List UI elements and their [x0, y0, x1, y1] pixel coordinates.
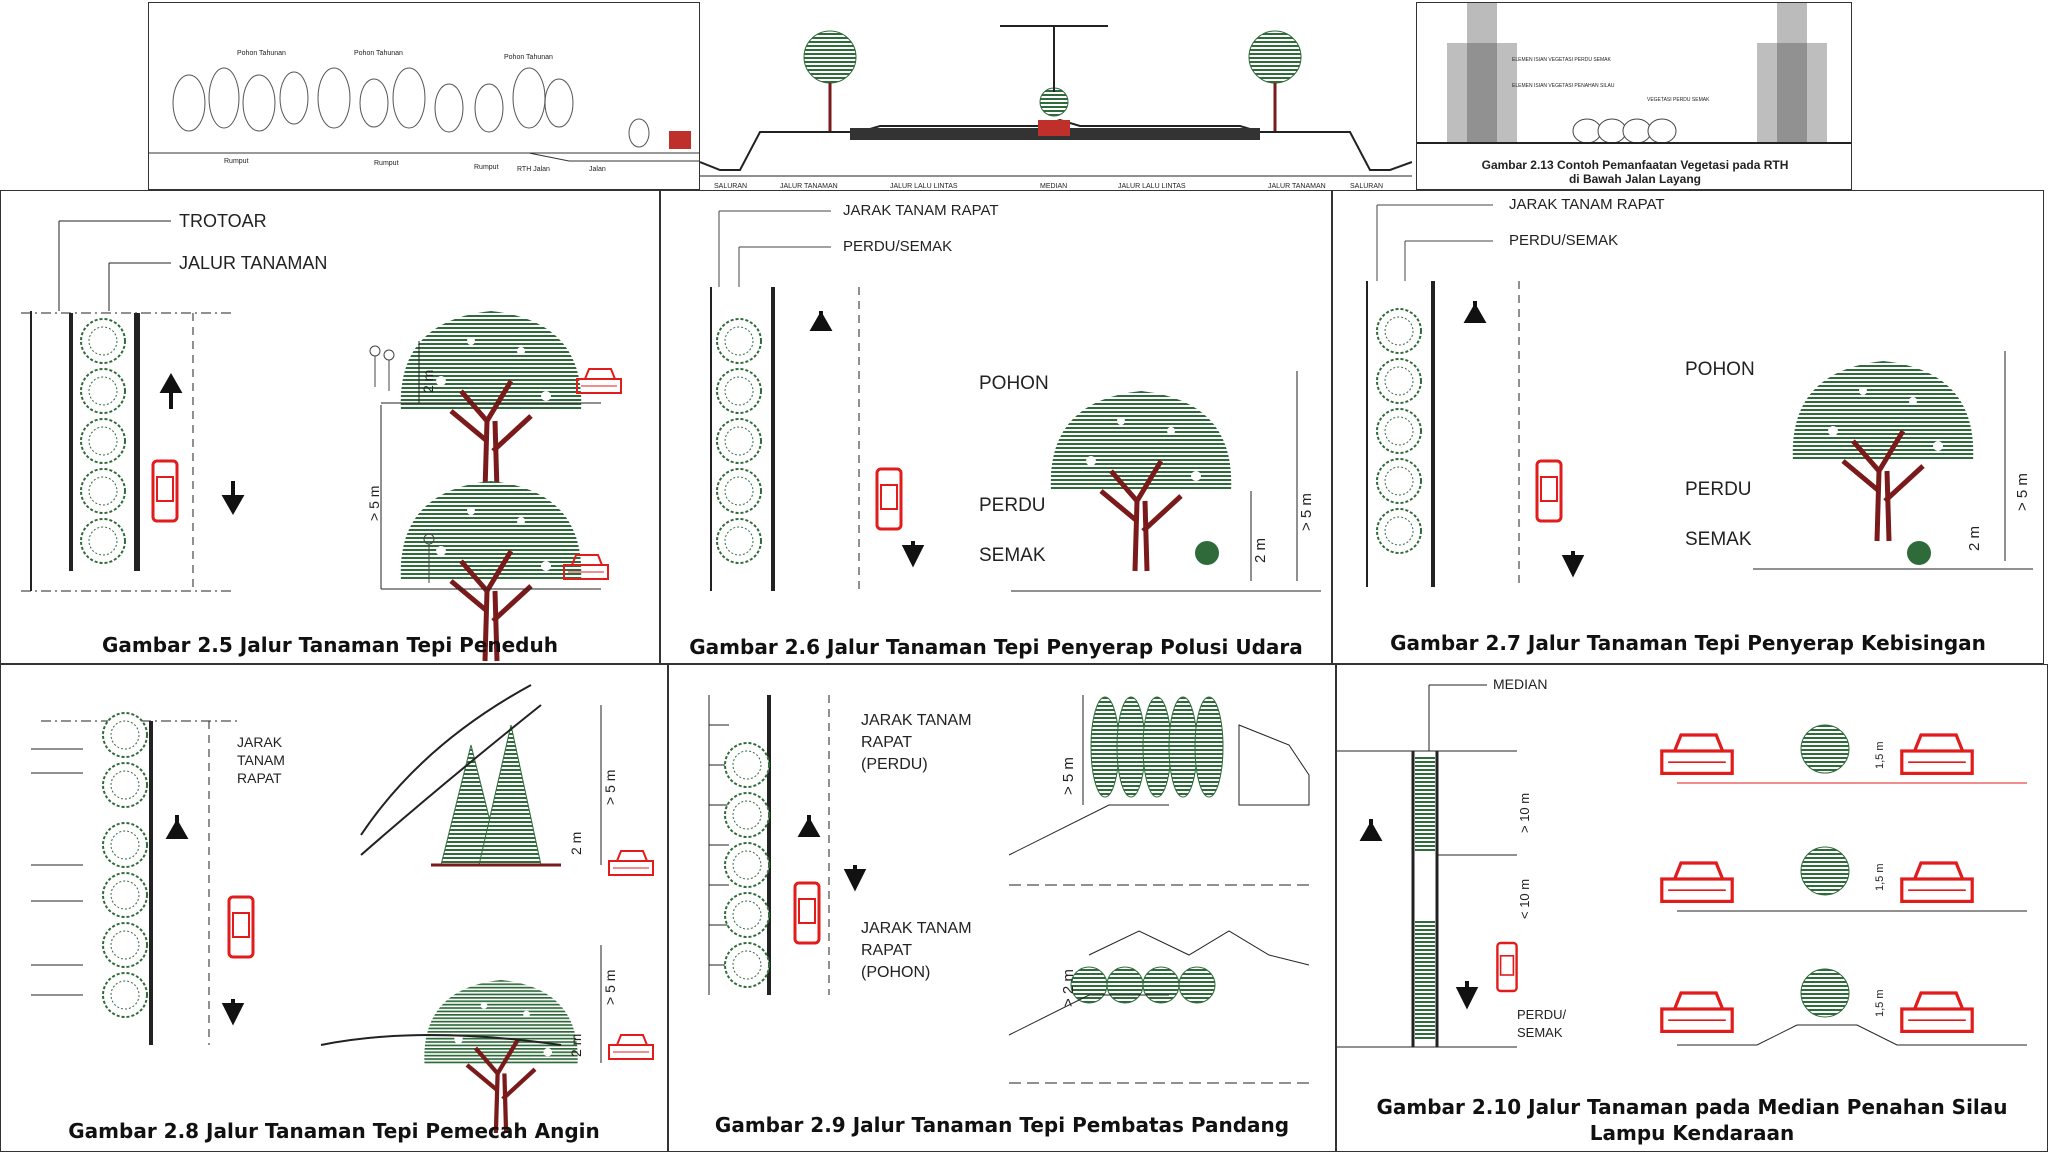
fig28-dim-2m-bottom: 2 m — [568, 1034, 584, 1057]
top-right-illustration: ELEMEN ISIAN VEGETASI PERDU SEMAK ELEMEN… — [1417, 3, 1851, 186]
fig28-jarak-2: TANAM — [237, 752, 285, 768]
fig25-jalur-label: JALUR TANAMAN — [179, 253, 327, 273]
panel-top-left: Pohon Tahunan Pohon Tahunan Pohon Tahuna… — [148, 2, 700, 190]
fig-2-8-illustration: JARAK TANAM RAPAT > 5 m 2 m > 5 m 2 m — [31, 684, 654, 1152]
fig29-perdu-1: JARAK TANAM — [861, 712, 972, 729]
fig210-dim-lt-10m: < 10 m — [1517, 879, 1532, 919]
fig29-perdu-2: RAPAT — [861, 734, 912, 751]
fig210-median-label: MEDIAN — [1493, 676, 1547, 692]
fig28-dim-5m-top: > 5 m — [602, 770, 618, 805]
fig26-semak-label: SEMAK — [979, 545, 1046, 566]
fig28-jarak-3: RAPAT — [237, 770, 282, 786]
fig29-pohon-2: RAPAT — [861, 942, 912, 959]
tl-label-1: Pohon Tahunan — [237, 50, 286, 57]
fig26-perdu-label: PERDU — [979, 495, 1046, 516]
fig27-caption: Gambar 2.7 Jalur Tanaman Tepi Penyerap K… — [1390, 631, 1986, 655]
fig26-pohon-label: POHON — [979, 373, 1049, 394]
panel-top-right: ELEMEN ISIAN VEGETASI PERDU SEMAK ELEMEN… — [1416, 2, 1852, 190]
tm-label-2: JALUR TANAMAN — [780, 183, 838, 190]
tr-caption-2: di Bawah Jalan Layang — [1569, 172, 1701, 186]
top-mid-illustration: SALURAN JALUR TANAMAN JALUR LALU LINTAS … — [700, 25, 1412, 190]
tm-label-4: MEDIAN — [1040, 183, 1067, 190]
fig-2-7-illustration: JARAK TANAM RAPAT PERDU/SEMAK POHON PERD… — [1366, 196, 2033, 587]
fig-2-6-illustration: JARAK TANAM RAPAT PERDU/SEMAK POHON PERD… — [710, 202, 1321, 592]
tm-label-6: JALUR TANAMAN — [1268, 183, 1326, 190]
panel-top-mid: SALURAN JALUR TANAMAN JALUR LALU LINTAS … — [700, 2, 1412, 190]
tm-label-1: SALURAN — [714, 183, 747, 190]
tl-label-3: Pohon Tahunan — [504, 54, 553, 61]
fig25-trotoar-label: TROTOAR — [179, 211, 267, 231]
fig210-caption-2: Lampu Kendaraan — [1589, 1121, 1795, 1145]
tr-label-1: ELEMEN ISIAN VEGETASI PERDU SEMAK — [1512, 57, 1611, 63]
fig27-dim-2m: 2 m — [1966, 526, 1983, 551]
fig27-perdu-label: PERDU — [1685, 479, 1752, 500]
panel-fig-2-6: JARAK TANAM RAPAT PERDU/SEMAK POHON PERD… — [660, 190, 1332, 664]
fig29-caption: Gambar 2.9 Jalur Tanaman Tepi Pembatas P… — [714, 1113, 1290, 1137]
tl-label-4: Rumput — [224, 158, 249, 165]
panel-fig-2-9: JARAK TANAM RAPAT (PERDU) JARAK TANAM RA… — [668, 664, 1336, 1152]
tr-label-2: ELEMEN ISIAN VEGETASI PENAHAN SILAU — [1512, 83, 1615, 89]
fig26-dim-5m: > 5 m — [1298, 493, 1315, 531]
tm-label-3: JALUR LALU LINTAS — [890, 183, 958, 190]
panel-fig-2-10: MEDIAN > 10 m < 10 m PERDU/ SEMAK 1,5 m … — [1336, 664, 2048, 1152]
fig27-perdu-semak-label: PERDU/SEMAK — [1509, 232, 1618, 249]
fig-2-5-illustration: 2 m > 5 m TROTOAR JALUR TANAMAN — [21, 211, 622, 664]
fig26-dim-2m: 2 m — [1252, 538, 1269, 563]
fig27-pohon-label: POHON — [1685, 359, 1755, 380]
tm-label-7: SALURAN — [1350, 183, 1383, 190]
fig210-caption-1: Gambar 2.10 Jalur Tanaman pada Median Pe… — [1376, 1095, 2008, 1119]
fig26-caption: Gambar 2.6 Jalur Tanaman Tepi Penyerap P… — [689, 635, 1303, 659]
fig210-dim-15-1: 1,5 m — [1874, 741, 1886, 769]
fig28-jarak-1: JARAK — [237, 734, 283, 750]
fig210-dim-15-2: 1,5 m — [1874, 863, 1886, 891]
fig28-caption: Gambar 2.8 Jalur Tanaman Tepi Pemecah An… — [68, 1119, 600, 1143]
panel-fig-2-5: 2 m > 5 m TROTOAR JALUR TANAMAN Gambar 2… — [0, 190, 660, 664]
fig28-dim-2m-top: 2 m — [568, 832, 584, 855]
tm-label-5: JALUR LALU LINTAS — [1118, 183, 1186, 190]
fig25-dim-2m: 2 m — [420, 370, 436, 393]
fig29-pohon-3: (POHON) — [861, 964, 930, 981]
fig29-dim-2m: > 2 m — [1060, 969, 1077, 1007]
fig29-pohon-1: JARAK TANAM — [861, 920, 972, 937]
tr-label-3: VEGETASI PERDU SEMAK — [1647, 97, 1710, 103]
tr-caption-1: Gambar 2.13 Contoh Pemanfaatan Vegetasi … — [1482, 158, 1789, 172]
fig26-perdu-semak-label: PERDU/SEMAK — [843, 238, 952, 255]
fig210-perdu-2: SEMAK — [1517, 1025, 1563, 1040]
fig25-dim-5m: > 5 m — [366, 486, 382, 521]
fig210-dim-gt-10m: > 10 m — [1517, 793, 1532, 833]
panel-fig-2-7: JARAK TANAM RAPAT PERDU/SEMAK POHON PERD… — [1332, 190, 2044, 664]
fig29-perdu-3: (PERDU) — [861, 756, 928, 773]
top-left-illustration: Pohon Tahunan Pohon Tahunan Pohon Tahuna… — [149, 50, 699, 173]
tl-label-5: Rumput — [374, 160, 399, 167]
fig29-dim-5m: > 5 m — [1060, 757, 1077, 795]
fig210-perdu-1: PERDU/ — [1517, 1007, 1567, 1022]
fig-2-9-illustration: JARAK TANAM RAPAT (PERDU) JARAK TANAM RA… — [708, 695, 1310, 1084]
fig27-dim-5m: > 5 m — [2014, 473, 2031, 511]
fig210-dim-15-3: 1,5 m — [1874, 989, 1886, 1017]
panel-fig-2-8: JARAK TANAM RAPAT > 5 m 2 m > 5 m 2 m Ga… — [0, 664, 668, 1152]
fig-2-10-illustration: MEDIAN > 10 m < 10 m PERDU/ SEMAK 1,5 m … — [1337, 676, 2027, 1048]
fig25-caption: Gambar 2.5 Jalur Tanaman Tepi Peneduh — [102, 633, 558, 657]
tl-label-8: Jalan — [589, 166, 606, 173]
fig27-semak-label: SEMAK — [1685, 529, 1752, 550]
tl-label-6: Rumput — [474, 164, 499, 171]
tl-label-7: RTH Jalan — [517, 166, 550, 173]
tl-label-2: Pohon Tahunan — [354, 50, 403, 57]
fig27-jarak-label: JARAK TANAM RAPAT — [1509, 196, 1665, 213]
fig28-dim-5m-bottom: > 5 m — [602, 970, 618, 1005]
fig26-jarak-label: JARAK TANAM RAPAT — [843, 202, 999, 219]
